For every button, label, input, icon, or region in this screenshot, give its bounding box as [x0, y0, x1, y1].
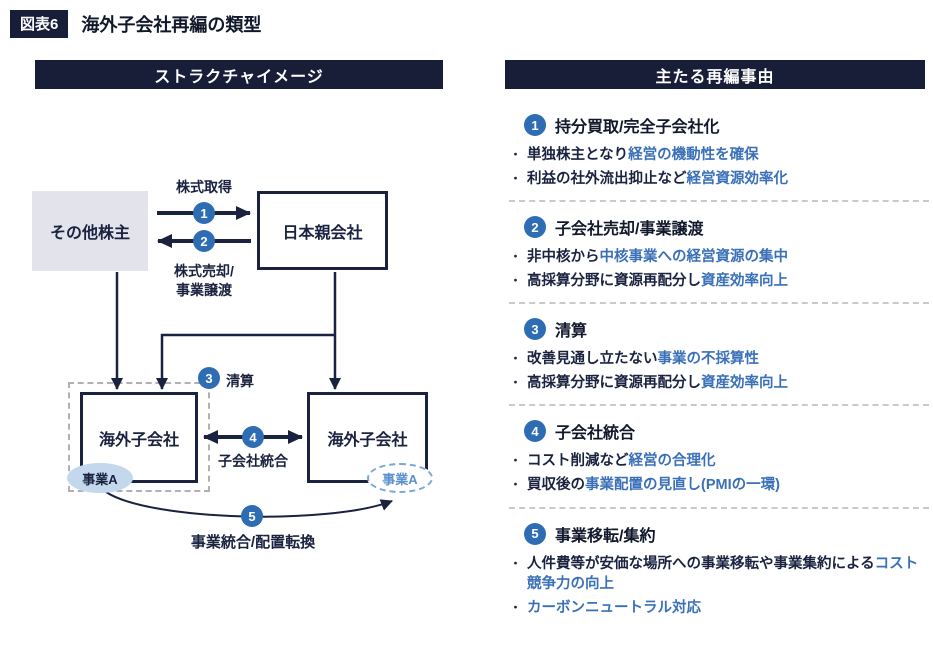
bullet-dot: ・	[510, 274, 521, 287]
section-title: 事業移転/集約	[555, 527, 656, 545]
node-japan-parent: 日本親会社	[257, 191, 388, 270]
label-subsidiary-integration: 子会社統合	[218, 453, 288, 469]
bullet-segment-dark: 非中核から	[527, 249, 600, 266]
bullet-segment-blue: 事業の不採算性	[657, 351, 760, 368]
label-share-acquisition: 株式取得	[176, 179, 232, 195]
bullet-item: ・非中核から中核事業への経営資源の集中	[505, 247, 929, 268]
bullet-dot: ・	[510, 149, 521, 161]
label-share-sale-line2: 事業譲渡	[175, 281, 232, 298]
right-panel-header: 主たる再編事由	[505, 60, 925, 89]
section-number-badge: 2	[524, 216, 546, 239]
bullet-text: コスト削減など経営の合理化	[527, 451, 929, 472]
dashed-separator	[509, 506, 929, 509]
node-overseas-subsidiary-left: 海外子会社	[80, 392, 198, 483]
label-liquidation: 清算	[226, 373, 254, 389]
bullet-text: 改善見通し立たない事業の不採算性	[527, 349, 929, 370]
label-business-integration: 事業統合/配置転換	[190, 534, 316, 551]
bullet-text: 人件費等が安価な場所への事業移転や事業集約によるコスト競争力の向上	[527, 554, 929, 595]
dashed-separator	[509, 302, 929, 305]
bullet-segment-blue: 経営資源効率化	[686, 170, 789, 187]
bullet-dot: ・	[510, 376, 521, 389]
step-3-circle: 3	[198, 367, 220, 389]
bullet-segment-blue: コスト競争力の向上	[527, 555, 919, 593]
bullet-segment-blue: 資産効率向上	[701, 374, 788, 391]
business-a-right-ellipse: 事業A	[367, 463, 433, 493]
bullet-segment-dark: コスト削減など	[527, 453, 629, 470]
bullet-segment-blue: 事業配置の見直し(PMIの一環)	[585, 477, 780, 494]
bullet-segment-dark: 利益の社外流出抑止など	[527, 170, 687, 187]
bullet-segment-dark: 高採算分野に資源再配分し	[527, 272, 701, 289]
section-heading: 5 事業移転/集約	[524, 522, 929, 546]
bullet-item: ・改善見通し立たない事業の不採算性	[505, 349, 929, 370]
bullet-text: 利益の社外流出抑止など経営資源効率化	[527, 169, 929, 190]
step-1-circle: 1	[193, 202, 215, 224]
bullet-segment-blue: カーボンニュートラル対応	[527, 599, 701, 616]
bullet-segment-blue: 中核事業への経営資源の集中	[599, 249, 789, 266]
bullet-segment-blue: 経営の合理化	[628, 453, 716, 470]
dashed-separator	[509, 200, 929, 203]
bullet-dot: ・	[510, 455, 521, 468]
bullet-text: 高採算分野に資源再配分し資産効率向上	[527, 373, 929, 394]
bullet-item: ・高採算分野に資源再配分し資産効率向上	[505, 271, 929, 292]
left-panel-header: ストラクチャイメージ	[35, 60, 443, 89]
bullet-dot: ・	[510, 353, 521, 366]
section-title: 子会社売却/事業譲渡	[555, 221, 704, 239]
section-number-badge: 4	[524, 420, 546, 443]
section-heading: 3 清算	[524, 317, 929, 341]
bullet-segment-dark: 人件費等が安価な場所への事業移転や事業集約による	[527, 555, 875, 572]
bullet-segment-blue: 経営の機動性を確保	[628, 147, 759, 163]
bullet-segment-dark: 高採算分野に資源再配分し	[527, 374, 701, 391]
bullet-segment-dark: 単独株主となり	[527, 147, 629, 163]
section-heading: 4 子会社統合	[524, 419, 929, 443]
step-4-circle: 4	[242, 426, 264, 448]
bullet-item: ・単独株主となり経営の機動性を確保	[505, 145, 929, 166]
line-parent-to-left-subsidiary	[156, 333, 335, 390]
section-title: 清算	[555, 323, 588, 341]
bullet-dot: ・	[510, 251, 521, 264]
label-share-sale-line1: 株式売却/	[174, 263, 234, 279]
bullet-text: カーボンニュートラル対応	[527, 598, 929, 619]
bullet-text: 非中核から中核事業への経営資源の集中	[527, 247, 929, 268]
bullet-item: ・カーボンニュートラル対応	[505, 598, 929, 619]
section-title: 子会社統合	[555, 425, 636, 443]
bullet-item: ・高採算分野に資源再配分し資産効率向上	[505, 373, 929, 394]
bullet-dot: ・	[510, 601, 521, 614]
bullet-text: 単独株主となり経営の機動性を確保	[527, 145, 929, 166]
step-2-circle: 2	[193, 230, 215, 252]
bullet-text: 買収後の事業配置の見直し(PMIの一環)	[527, 475, 929, 496]
node-other-shareholders: その他株主	[32, 191, 148, 271]
bullet-item: ・買収後の事業配置の見直し(PMIの一環)	[505, 475, 929, 496]
label-share-sale: 株式売却/ 事業譲渡	[174, 262, 234, 300]
bullet-segment-dark: 改善見通し立たない	[527, 351, 658, 368]
bullet-item: ・人件費等が安価な場所への事業移転や事業集約によるコスト競争力の向上	[505, 554, 929, 595]
step-5-circle: 5	[241, 505, 263, 527]
bullet-item: ・利益の社外流出抑止など経営資源効率化	[505, 169, 929, 190]
section-heading: 1 持分買取/完全子会社化	[524, 113, 929, 137]
section-number-badge: 5	[524, 522, 546, 545]
bullet-segment-dark: 買収後の	[527, 477, 585, 494]
section-title: 持分買取/完全子会社化	[555, 119, 720, 136]
bullet-dot: ・	[510, 557, 521, 570]
bullet-item: ・コスト削減など経営の合理化	[505, 451, 929, 472]
section-number-badge: 3	[524, 318, 546, 341]
figure-header: 図表6 海外子会社再編の類型	[10, 10, 261, 38]
bullet-text: 高採算分野に資源再配分し資産効率向上	[527, 271, 929, 292]
figure-number-badge: 図表6	[10, 10, 69, 38]
bullet-dot: ・	[510, 172, 521, 185]
section-heading: 2 子会社売却/事業譲渡	[524, 215, 929, 239]
section-number-badge: 1	[524, 114, 546, 136]
figure-title: 海外子会社再編の類型	[81, 15, 262, 35]
bullet-dot: ・	[510, 479, 521, 492]
bullet-segment-blue: 資産効率向上	[701, 272, 788, 289]
business-a-left-ellipse: 事業A	[67, 463, 133, 493]
dashed-separator	[509, 404, 929, 407]
